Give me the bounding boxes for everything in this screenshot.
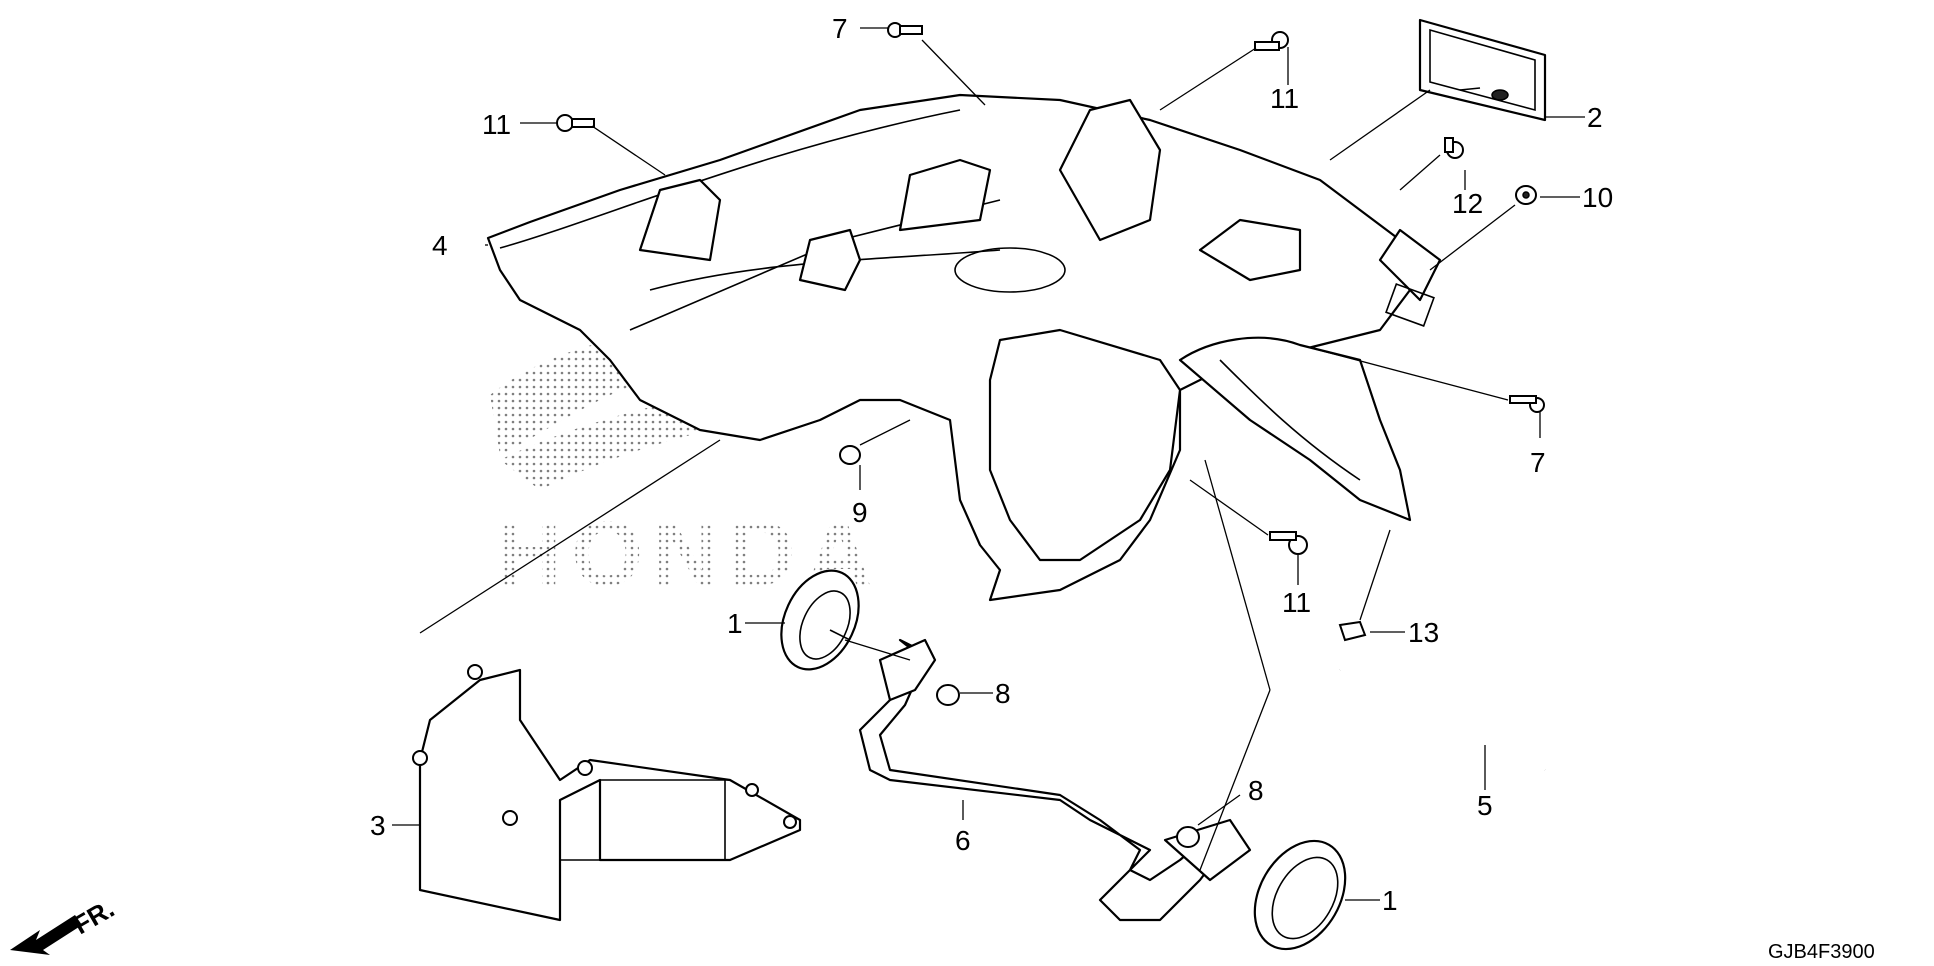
harness-tube bbox=[1319, 666, 1551, 775]
diagram-code: GJB4F3900 bbox=[1768, 941, 1875, 963]
bolt-icon bbox=[1254, 31, 1289, 51]
callout-10: 10 bbox=[1582, 182, 1613, 213]
callout-13: 13 bbox=[1408, 617, 1439, 648]
callout-8: 8 bbox=[995, 678, 1011, 709]
callout-9: 9 bbox=[852, 497, 868, 528]
callout-1: 1 bbox=[1382, 885, 1398, 916]
grommet-lower bbox=[1253, 839, 1347, 951]
arrow-icon bbox=[10, 915, 82, 955]
nut-icon bbox=[936, 684, 960, 706]
front-direction-indicator: FR. bbox=[10, 893, 119, 955]
bolt-icon bbox=[1269, 531, 1308, 555]
grommet-upper bbox=[780, 569, 860, 671]
callout-8: 8 bbox=[1248, 775, 1264, 806]
bolt-icon bbox=[887, 22, 923, 38]
screw-icon bbox=[1509, 395, 1545, 413]
nut-icon bbox=[1176, 826, 1200, 848]
rear-reflector bbox=[1418, 18, 1547, 122]
callout-7: 7 bbox=[832, 13, 848, 44]
hardware bbox=[556, 22, 1545, 848]
nut-icon bbox=[839, 445, 861, 465]
callout-1: 1 bbox=[727, 608, 743, 639]
callout-11: 11 bbox=[1282, 587, 1311, 618]
clip-icon bbox=[1338, 620, 1367, 642]
callout-3: 3 bbox=[370, 810, 386, 841]
rear-inner-fender bbox=[486, 93, 1442, 602]
callout-12: 12 bbox=[1452, 188, 1483, 219]
front-label: FR. bbox=[68, 893, 119, 940]
callout-7: 7 bbox=[1530, 447, 1546, 478]
mud-flap bbox=[412, 664, 802, 922]
callout-5: 5 bbox=[1477, 790, 1493, 821]
bolt-icon bbox=[556, 114, 595, 132]
callout-11: 11 bbox=[482, 109, 511, 140]
callout-labels: 7 11 11 2 4 12 10 7 9 11 1 13 8 5 8 3 6 … bbox=[370, 13, 1613, 916]
reflector-bracket bbox=[858, 638, 1252, 922]
callout-4: 4 bbox=[432, 230, 448, 261]
callout-2: 2 bbox=[1587, 102, 1603, 133]
nut-icon bbox=[1515, 185, 1537, 205]
leader-lines bbox=[392, 27, 1585, 901]
bolt-icon bbox=[1444, 137, 1464, 159]
callout-6: 6 bbox=[955, 825, 971, 856]
callout-11: 11 bbox=[1270, 83, 1299, 114]
